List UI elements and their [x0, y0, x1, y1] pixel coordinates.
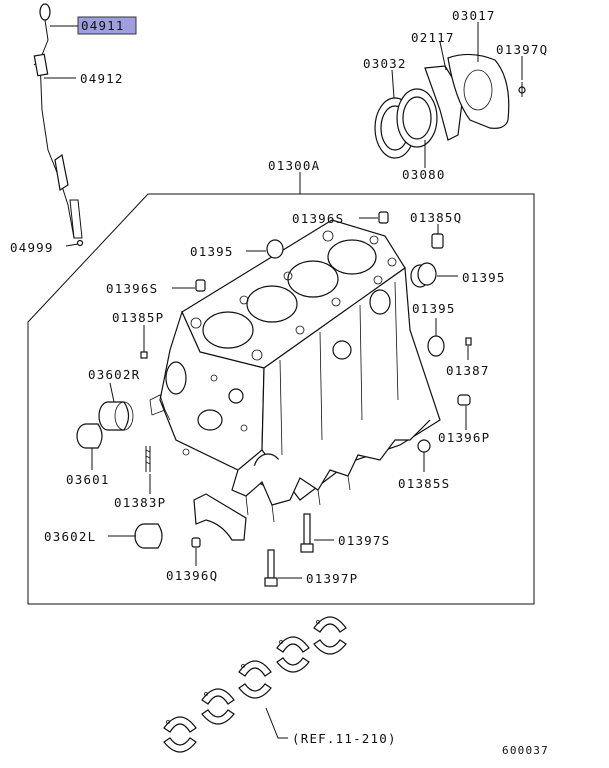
bearing-shell-set — [163, 616, 347, 753]
label-01300A[interactable]: 01300A — [268, 158, 320, 173]
bearing-03602R — [98, 401, 134, 431]
label-03017[interactable]: 03017 — [452, 8, 496, 23]
bearing-03602L — [134, 523, 163, 549]
label-01397P[interactable]: 01397P — [306, 571, 358, 586]
stud-01383P — [145, 446, 151, 472]
label-ref[interactable]: (REF.11-210) — [292, 731, 397, 746]
label-01397S[interactable]: 01397S — [338, 533, 390, 548]
dowel-01396Q — [191, 537, 201, 548]
bearing-03601 — [76, 423, 103, 449]
pin-01387 — [465, 337, 472, 346]
plug-01385S — [417, 439, 431, 453]
label-01383P[interactable]: 01383P — [114, 495, 166, 510]
label-01396S-b[interactable]: 01396S — [106, 281, 158, 296]
dowel-pin-top — [378, 211, 389, 224]
figure-number: 600037 — [502, 744, 549, 757]
plug-01385Q — [431, 233, 444, 249]
label-01396P[interactable]: 01396P — [438, 430, 490, 445]
label-04911[interactable]: 04911 — [81, 18, 125, 33]
label-01385P[interactable]: 01385P — [112, 310, 164, 325]
label-03601[interactable]: 03601 — [66, 472, 110, 487]
label-01385Q[interactable]: 01385Q — [410, 210, 462, 225]
label-03602L[interactable]: 03602L — [44, 529, 96, 544]
plug-01395-a — [266, 239, 284, 259]
label-01387[interactable]: 01387 — [446, 363, 490, 378]
label-01396Q[interactable]: 01396Q — [166, 568, 218, 583]
label-03032[interactable]: 03032 — [363, 56, 407, 71]
label-01397Q[interactable]: 01397Q — [496, 42, 548, 57]
label-01395-a[interactable]: 01395 — [190, 244, 234, 259]
label-01396S-a[interactable]: 01396S — [292, 211, 344, 226]
bolt-01397S — [300, 513, 314, 553]
label-04912[interactable]: 04912 — [80, 71, 124, 86]
bolt-01397P — [264, 549, 278, 587]
label-03080[interactable]: 03080 — [402, 167, 446, 182]
dipstick-assembly — [33, 3, 84, 247]
label-01395-c[interactable]: 01395 — [412, 301, 456, 316]
label-04999[interactable]: 04999 — [10, 240, 54, 255]
label-03602R[interactable]: 03602R — [88, 367, 140, 382]
dowel-pin-left — [195, 279, 206, 292]
dowel-01396P — [457, 394, 471, 406]
cylinder-block — [149, 219, 441, 523]
label-01395-b[interactable]: 01395 — [462, 270, 506, 285]
label-02117[interactable]: 02117 — [411, 30, 455, 45]
plug-01395-c — [427, 335, 445, 357]
rear-oil-seal-group — [374, 53, 526, 159]
label-01385S[interactable]: 01385S — [398, 476, 450, 491]
block-frame — [27, 193, 535, 605]
plug-01385P — [140, 351, 148, 359]
bearing-cap — [193, 493, 247, 541]
